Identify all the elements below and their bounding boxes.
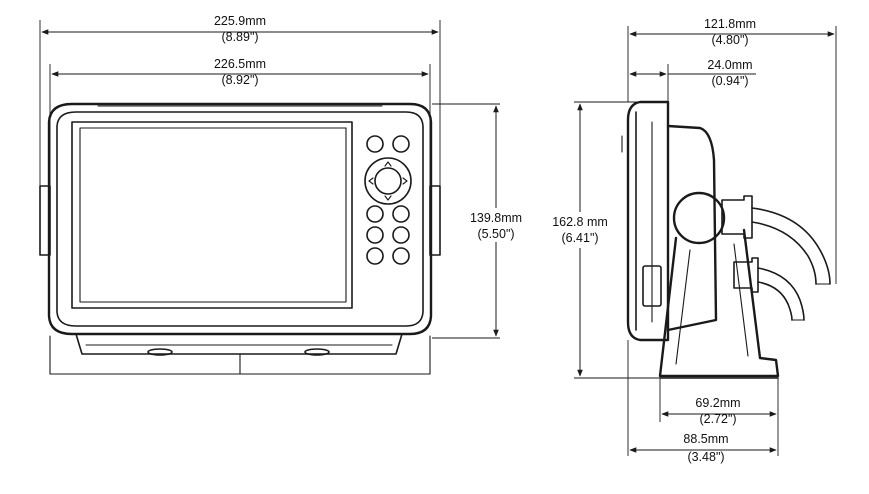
bezel-inner <box>56 111 424 327</box>
dim-overall-width-metric: 225.9mm <box>214 14 266 28</box>
key-r1-right <box>392 205 410 223</box>
dim-height-label-bg <box>464 208 528 242</box>
dim-height-imperial: (5.50") <box>477 227 514 241</box>
key-r2-right <box>392 226 410 244</box>
side-view <box>621 100 831 379</box>
key-r2-left <box>366 226 384 244</box>
dim-base-depth-imperial: (3.48") <box>687 450 724 464</box>
dim-bracket-width-imperial: (8.92") <box>221 73 258 87</box>
screen-inner <box>79 127 347 303</box>
dim-overall-depth-imperial: (4.80") <box>711 33 748 47</box>
dim-bezel-depth-metric: 24.0mm <box>707 58 752 72</box>
front-mount-base <box>75 333 403 355</box>
dim-overall-height-imperial: (6.41") <box>561 231 598 245</box>
side-housing-back <box>666 124 718 332</box>
dpad-up-arrow <box>384 161 392 167</box>
dpad-down-arrow <box>384 195 392 201</box>
dim-mount-depth-imperial: (2.72") <box>699 412 736 426</box>
front-dimensions: 225.9mm (8.89") 226.5mm (8.92") 139.8mm … <box>39 14 528 339</box>
mount-stand-inner <box>675 249 691 365</box>
keypad <box>364 135 412 265</box>
bezel-outline <box>47 102 433 336</box>
dim-mount-depth-metric: 69.2mm <box>695 396 740 410</box>
dim-height-metric: 139.8mm <box>470 211 522 225</box>
dim-base-depth-metric: 88.5mm <box>683 432 728 446</box>
mount-stand <box>658 228 780 378</box>
dpad-ring <box>364 157 412 205</box>
cable-upper <box>751 207 831 285</box>
key-r3-left <box>366 247 384 265</box>
connector-upper <box>721 195 753 239</box>
front-view <box>39 102 441 375</box>
mount-knob <box>672 191 726 245</box>
dpad-left-arrow <box>368 177 374 185</box>
dim-bezel-depth-imperial: (0.94") <box>711 74 748 88</box>
key-r3-right <box>392 247 410 265</box>
side-latch <box>642 265 662 307</box>
dim-overall-width-imperial: (8.89") <box>221 30 258 44</box>
connector-lower <box>733 257 759 293</box>
side-bezel-profile <box>626 100 670 342</box>
dim-overall-height-metric: 162.8 mm <box>552 215 608 229</box>
key-top-right <box>392 135 410 153</box>
dim-overall-depth-metric: 121.8mm <box>704 17 756 31</box>
screen <box>71 121 353 309</box>
mount-slot-left <box>147 348 173 356</box>
dim-overall-height-label-bg <box>544 212 616 248</box>
mount-stand-inner-2 <box>733 243 749 357</box>
dpad-center <box>374 167 402 195</box>
dpad-right-arrow <box>402 177 408 185</box>
mount-slot-right <box>304 348 330 356</box>
cable-lower <box>757 267 805 321</box>
side-dimensions: 121.8mm (4.80") 24.0mm (0.94") 162.8 mm … <box>544 17 837 464</box>
key-top-left <box>366 135 384 153</box>
dim-bracket-width-metric: 226.5mm <box>214 57 266 71</box>
key-r1-left <box>366 205 384 223</box>
